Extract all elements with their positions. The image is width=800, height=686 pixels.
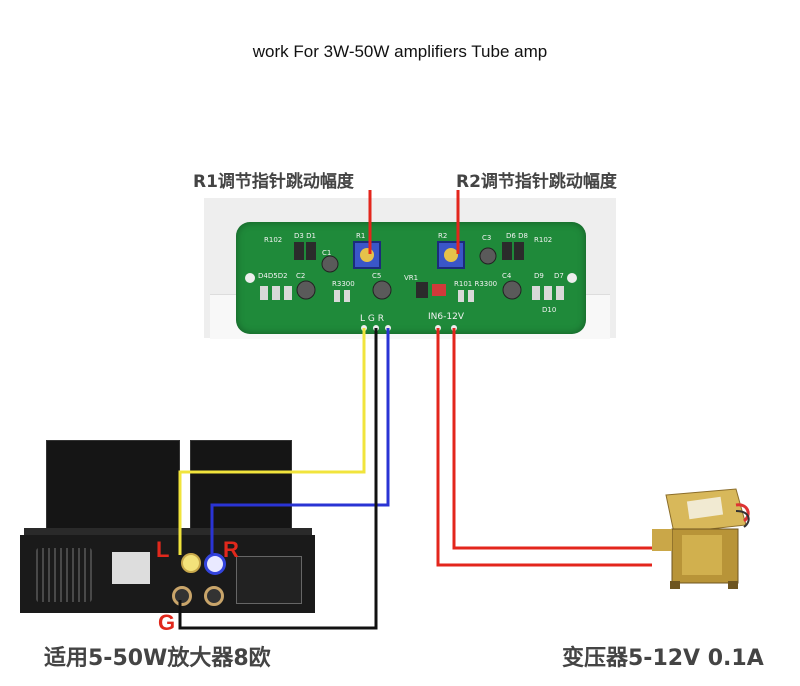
pcb-label-d4-d5-d2: D4D5D2 [258,272,288,280]
speaker-terminal-r [204,553,226,575]
pcb-label-c5: C5 [372,272,382,280]
wire-power-red-2 [452,328,652,550]
jack-label-g: G [158,610,176,635]
pcb-label-d3-d1: D3 D1 [294,232,316,240]
pcb-label-c3: C3 [482,234,492,242]
pcb-label-d10: D10 [542,306,557,314]
wire-power-red-1 [436,328,652,567]
r1-adjust-label: R1调节指针跳动幅度 [193,172,354,192]
amp-input-panel [236,556,302,604]
pcb-label-d7: D7 [554,272,564,280]
amp-chassis-top [24,528,312,538]
pcb-label-r102-right: R102 [534,236,553,244]
amplifier-caption: 适用5-50W放大器8欧 [44,646,271,671]
pcb-label-d6-d8: D6 D8 [506,232,528,240]
pcb-label-inputs: L G R [360,314,384,324]
jack-label-l: L [156,537,170,562]
pcb-label-r1: R1 [356,232,366,240]
pcb-label-d9: D9 [534,272,544,280]
amp-rating-sticker [112,552,150,584]
pcb-label-power-in: IN6-12V [428,312,464,322]
pcb-label-r102-left: R102 [264,236,283,244]
r2-adjust-label: R2调节指针跳动幅度 [456,172,617,192]
speaker-terminal-l [181,553,201,573]
pcb-label-r101-r3300: R101 R3300 [454,280,498,288]
speaker-terminal-g [172,586,192,606]
transformer-icon [652,488,750,589]
transformer-caption: 变压器5-12V 0.1A [562,646,764,671]
speaker-terminal-g2 [204,586,224,606]
fan-grille-icon [36,548,92,602]
pcb-label-r3300-left: R3300 [332,280,355,288]
pcb-label-r2: R2 [438,232,448,240]
wire-g-black [178,328,378,630]
wire-r-blue [210,328,390,555]
pcb-label-c2: C2 [296,272,306,280]
pcb-label-vr1: VR1 [404,274,419,282]
jack-label-r: R [223,537,239,562]
pcb-label-c4: C4 [502,272,512,280]
diagram-title: work For 3W-50W amplifiers Tube amp [252,42,548,61]
wire-l-yellow [178,328,366,555]
pcb-label-c1: C1 [322,249,332,257]
